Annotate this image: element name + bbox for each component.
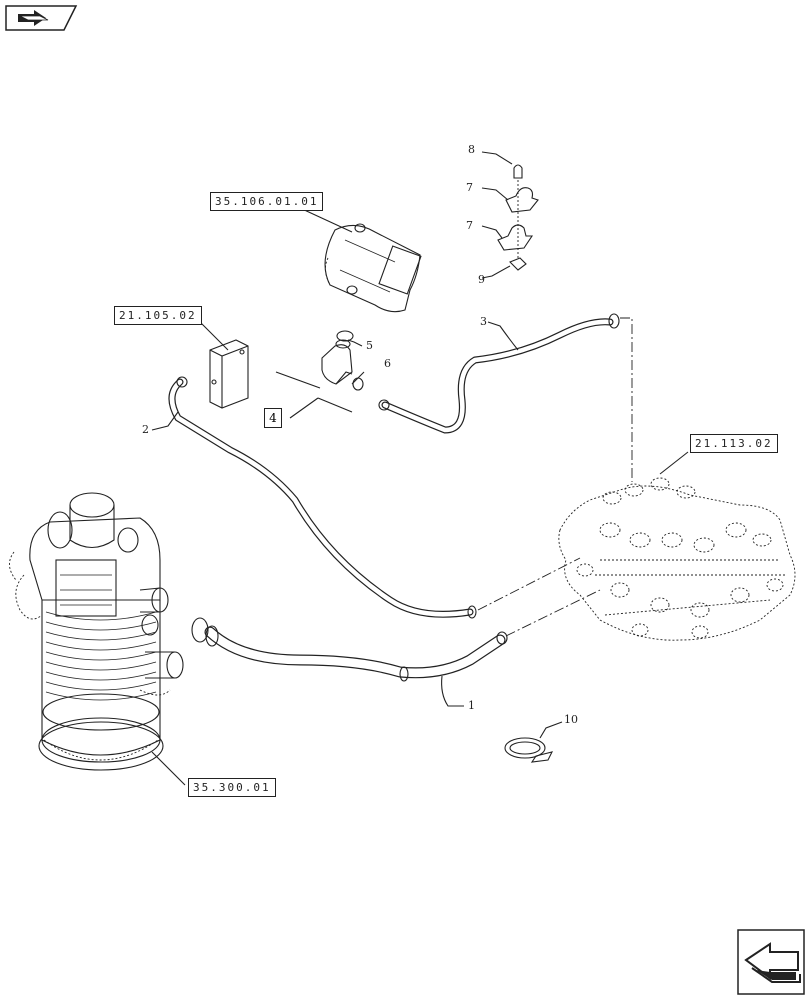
hose-clamp-10 [504,737,554,763]
component-35-106 [324,223,422,313]
arrow-book-icon[interactable] [5,5,78,31]
ref-box-35-300-01[interactable]: 35.300.01 [188,778,276,797]
ref-box-35-106-01-01[interactable]: 35.106.01.01 [210,192,324,211]
callout-box-4[interactable]: 4 [264,408,282,428]
callout-6: 6 [384,357,391,370]
ref-box-21-105-02[interactable]: 21.105.02 [114,306,202,325]
hose-1 [191,617,508,682]
next-page-arrow-icon[interactable] [737,929,805,995]
valve-block [558,477,796,641]
callout-7a: 7 [466,181,473,194]
callout-9: 9 [478,273,485,286]
callout-10: 10 [564,713,578,726]
filter-assembly [9,492,184,771]
elbow-fitting [321,330,364,391]
callout-2: 2 [142,423,149,436]
callout-5: 5 [366,339,373,352]
block-21-105 [209,339,249,409]
tube-2 [168,376,477,619]
callout-3: 3 [480,315,487,328]
leader-lines [151,151,689,786]
ref-box-21-113-02[interactable]: 21.113.02 [690,434,778,453]
callout-1: 1 [468,699,475,712]
hose-3 [378,313,620,434]
callout-7b: 7 [466,219,473,232]
clamp-parts [497,164,539,271]
callout-8: 8 [468,143,475,156]
